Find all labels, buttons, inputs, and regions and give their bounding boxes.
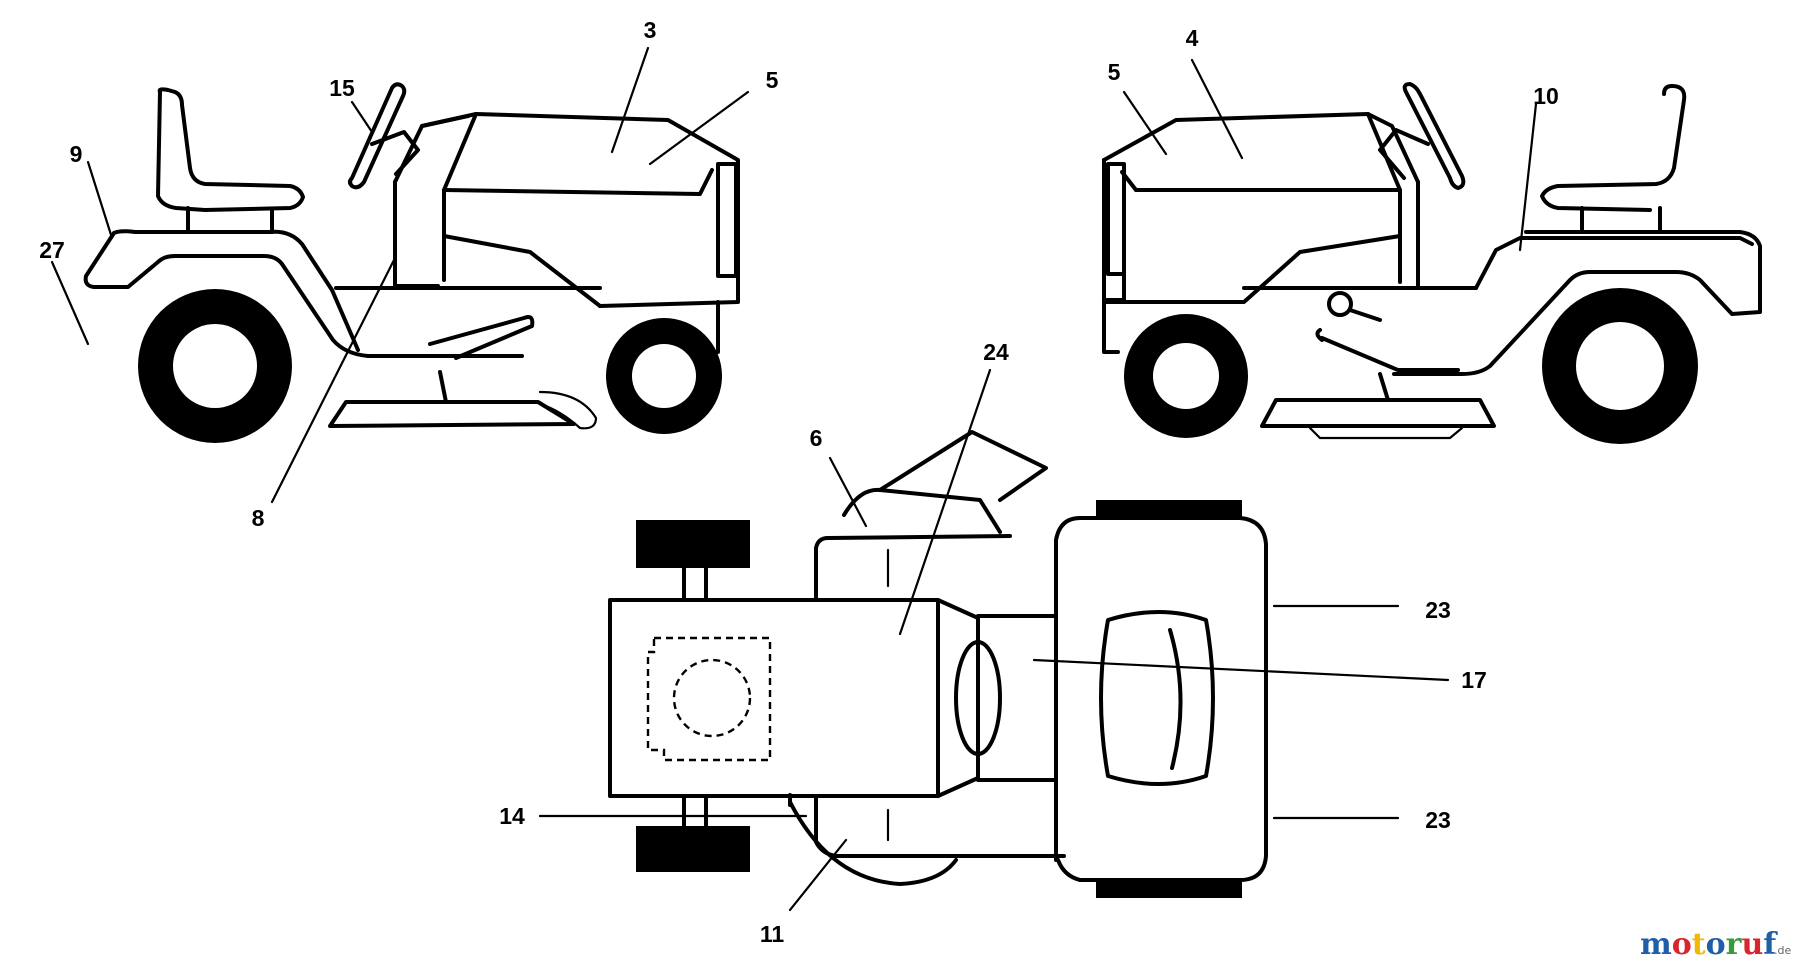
callout-14: 14 bbox=[499, 803, 525, 829]
callout-23-bottom: 23 bbox=[1425, 807, 1451, 833]
watermark-letter: r bbox=[1726, 927, 1743, 962]
callout-27: 27 bbox=[39, 237, 65, 263]
callout-5-left: 5 bbox=[766, 67, 779, 93]
callout-17: 17 bbox=[1461, 667, 1487, 693]
watermark-letter: m bbox=[1640, 927, 1672, 962]
leader-lines bbox=[50, 46, 1538, 912]
leader-27 bbox=[50, 260, 90, 346]
watermark-letter: o bbox=[1672, 927, 1692, 962]
leader-3 bbox=[610, 46, 650, 154]
watermark-text: motoruf bbox=[1640, 927, 1778, 962]
callout-9: 9 bbox=[70, 141, 83, 167]
tractor-right-side-view bbox=[1102, 82, 1762, 444]
leader-5-right bbox=[1122, 90, 1168, 156]
leader-11 bbox=[788, 838, 848, 912]
leader-15 bbox=[350, 100, 374, 134]
watermark-suffix: .de bbox=[1774, 944, 1791, 957]
tractor-left-side-view bbox=[83, 82, 740, 443]
callout-3: 3 bbox=[644, 17, 657, 43]
callout-labels: 3 4 5 5 6 8 9 10 11 14 15 17 23 23 24 27 bbox=[39, 17, 1559, 947]
watermark-letter: u bbox=[1741, 927, 1763, 962]
callout-8: 8 bbox=[252, 505, 265, 531]
leader-5-left bbox=[648, 90, 750, 166]
leader-9 bbox=[86, 160, 114, 240]
watermark-letter: o bbox=[1706, 927, 1726, 962]
callout-11: 11 bbox=[760, 921, 785, 947]
leader-4 bbox=[1190, 58, 1244, 160]
watermark-letter: t bbox=[1692, 927, 1706, 962]
callout-5-right: 5 bbox=[1108, 59, 1121, 85]
callout-10: 10 bbox=[1533, 83, 1559, 109]
leader-17 bbox=[1032, 658, 1450, 682]
callout-4: 4 bbox=[1186, 25, 1199, 51]
tractor-top-view bbox=[608, 430, 1268, 898]
leader-24 bbox=[898, 368, 992, 636]
watermark: motoruf .de bbox=[1640, 927, 1791, 962]
leader-10 bbox=[1518, 102, 1538, 252]
callout-23-top: 23 bbox=[1425, 597, 1451, 623]
callout-24: 24 bbox=[983, 339, 1009, 365]
leader-8 bbox=[270, 254, 398, 504]
callout-6: 6 bbox=[810, 425, 823, 451]
watermark-letter: f bbox=[1763, 927, 1778, 962]
callout-15: 15 bbox=[329, 75, 355, 101]
leader-6 bbox=[828, 456, 868, 528]
